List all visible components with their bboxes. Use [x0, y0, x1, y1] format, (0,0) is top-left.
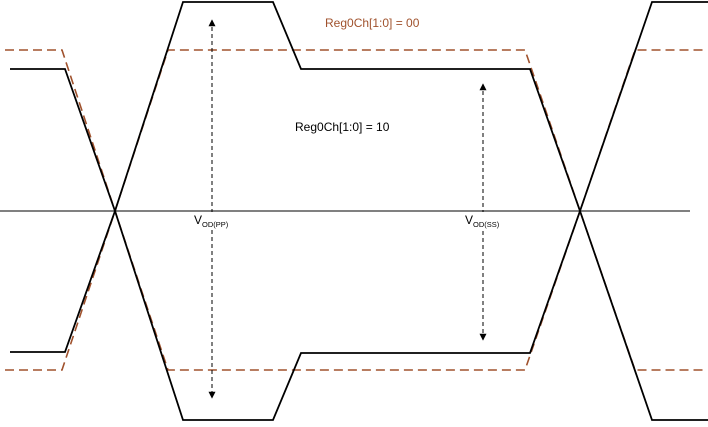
- solid-trace-b: [10, 1, 708, 421]
- dashed-trace-low: [5, 49, 705, 371]
- vod-pp-subscript: OD(PP): [202, 220, 229, 229]
- vod-ss-label: VOD(SS): [465, 213, 500, 229]
- dashed-trace-high: [5, 49, 705, 371]
- solid-trace-a: [10, 1, 708, 421]
- solid-traces: [10, 1, 708, 421]
- reg-10-label: Reg0Ch[1:0] = 10: [295, 120, 390, 134]
- dashed-traces: [5, 49, 705, 371]
- vod-pp-label: VOD(PP): [194, 213, 229, 229]
- vod-pp-main: V: [194, 213, 202, 227]
- vod-ss-main: V: [465, 213, 473, 227]
- vod-ss-subscript: OD(SS): [473, 220, 500, 229]
- vod-ss-label-bg: [462, 212, 504, 230]
- vod-pp-label-bg: [192, 212, 234, 230]
- reg-00-label: Reg0Ch[1:0] = 00: [325, 16, 420, 30]
